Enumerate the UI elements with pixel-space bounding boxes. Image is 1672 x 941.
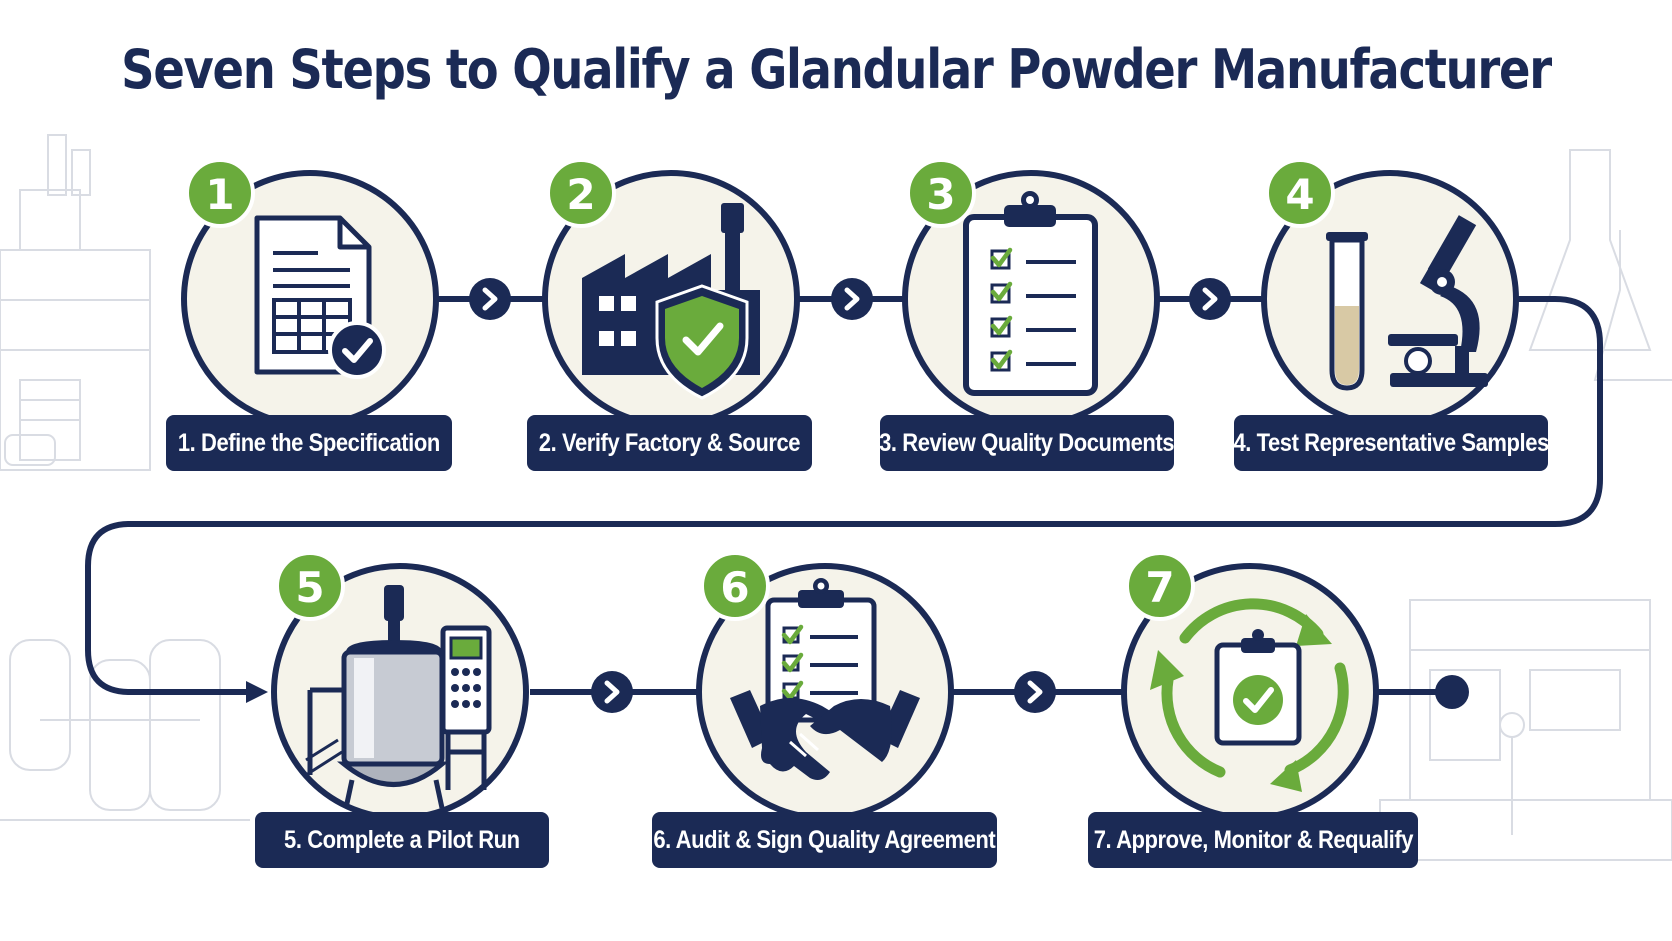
- step-badge: 1: [185, 158, 255, 228]
- chevron-right-icon: [1189, 278, 1231, 320]
- flow-end-dot: [1435, 675, 1469, 709]
- step-label: 5. Complete a Pilot Run: [255, 812, 549, 868]
- step-number: 6: [720, 563, 749, 612]
- step-label: 3. Review Quality Documents: [880, 415, 1175, 471]
- step-label: 4. Test Representative Samples: [1233, 415, 1549, 471]
- step-badge: 7: [1125, 551, 1195, 621]
- step-label: 2. Verify Factory & Source: [527, 415, 812, 471]
- factory-shield-icon: [582, 203, 760, 400]
- step-badge: 5: [275, 551, 345, 621]
- step-label: 6. Audit & Sign Quality Agreement: [652, 812, 997, 868]
- pilot-tank-icon: [305, 585, 492, 809]
- step-number: 3: [926, 170, 955, 219]
- chevron-right-icon: [469, 278, 511, 320]
- specification-document-icon: [254, 215, 386, 379]
- step-badge: 2: [546, 158, 616, 228]
- step-number: 4: [1285, 170, 1314, 219]
- step-badge: 3: [906, 158, 976, 228]
- background-tanks-sketch-left: [0, 639, 250, 821]
- flow-arrowhead: [246, 681, 268, 703]
- background-flask-sketch-right: [1528, 149, 1672, 381]
- step-number: 7: [1145, 563, 1174, 612]
- background-factory-sketch-left: [0, 134, 151, 471]
- step-badge: 4: [1265, 158, 1335, 228]
- handshake-checklist-icon: [730, 578, 920, 780]
- chevron-right-icon: [1014, 671, 1056, 713]
- step-label: 1. Define the Specification: [166, 415, 452, 471]
- page-title: Seven Steps to Qualify a Glandular Powde…: [121, 38, 1552, 101]
- step-number: 2: [566, 170, 595, 219]
- step-number: 1: [205, 170, 234, 219]
- requalify-cycle-icon: [1150, 598, 1349, 792]
- background-machinery-sketch-right: [1379, 599, 1672, 861]
- clipboard-checklist-icon: [963, 191, 1098, 396]
- test-tube-microscope-icon: [1326, 215, 1488, 391]
- chevron-right-icon: [591, 671, 633, 713]
- step-number: 5: [295, 563, 324, 612]
- step-label: 7. Approve, Monitor & Requalify: [1088, 812, 1418, 868]
- step-number-badges: 1 2 3 4 5 6 7: [185, 158, 1335, 621]
- chevron-right-icon: [831, 278, 873, 320]
- step-badge: 6: [700, 551, 770, 621]
